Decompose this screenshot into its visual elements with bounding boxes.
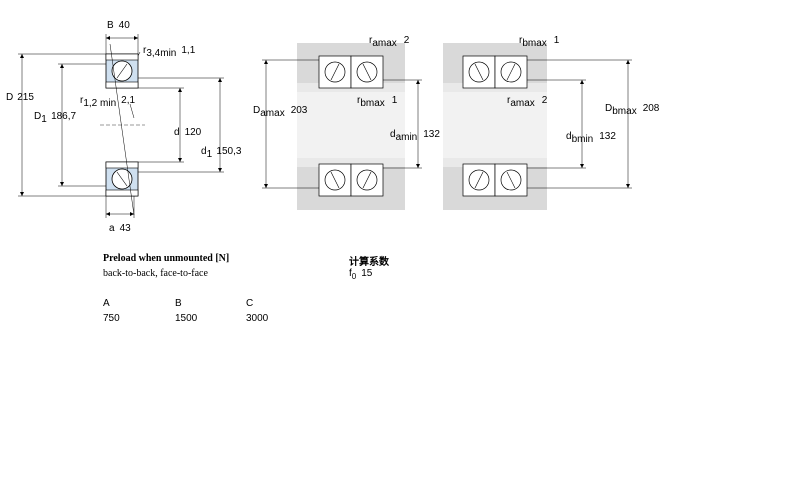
preload-header-b: B [175, 298, 182, 309]
factor-title: 计算系数 [349, 257, 389, 268]
preload-header-a: A [103, 298, 110, 309]
preload-header-c: C [246, 298, 254, 309]
preload-subtitle: back-to-back, face-to-face [103, 268, 208, 279]
single-bearing-section [18, 34, 224, 218]
preload-title: Preload when unmounted [N] [103, 253, 230, 264]
pair2-section [443, 43, 632, 210]
preload-value-a: 750 [103, 313, 120, 324]
preload-value-b: 1500 [175, 313, 198, 324]
preload-value-c: 3000 [246, 313, 269, 324]
pair1-section [262, 43, 422, 210]
